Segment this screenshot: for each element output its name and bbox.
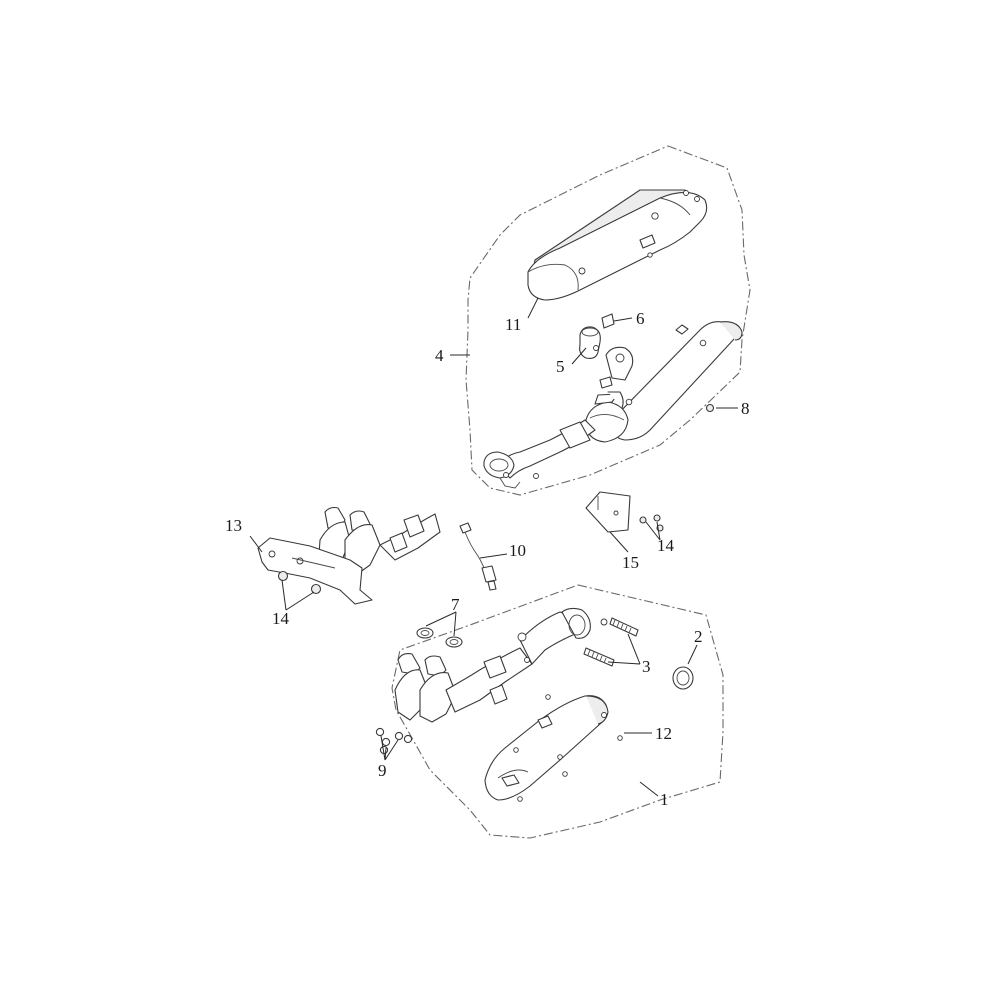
callout-12: 12 [655,724,672,743]
mid-pipe [483,419,596,489]
header-assembly-boundary [391,584,724,839]
callout-14-right: 14 [657,536,675,555]
callout-8: 8 [741,399,750,418]
callout-7: 7 [451,595,460,614]
muffler-bolt [705,403,715,413]
callout-10: 10 [509,541,526,560]
leader-10 [479,553,508,559]
leader-2 [687,644,698,665]
header-guard [257,506,441,605]
leader-14a [281,579,315,611]
leader-14b [645,521,661,541]
heat-plate [585,491,631,533]
collar [601,313,615,329]
leader-5 [571,347,587,365]
callout-4: 4 [435,346,444,365]
springs [583,617,639,667]
oxygen-sensor [459,522,497,591]
leader-15 [609,531,629,553]
muffler [585,321,743,443]
callout-labels: 1 2 3 4 5 6 7 8 9 10 11 12 13 14 14 15 [225,309,750,809]
gaskets [416,627,463,648]
muffler-bracket [599,346,634,389]
callout-1: 1 [660,790,669,809]
callout-15: 15 [622,553,639,572]
callout-6: 6 [636,309,645,328]
callout-14-left: 14 [272,609,290,628]
leader-3 [607,633,641,665]
leader-7 [425,611,457,637]
leader-1 [639,781,659,797]
callout-11: 11 [505,315,521,334]
leader-lines [249,297,738,797]
header-heat-shield [484,694,623,802]
leader-11 [527,297,539,319]
rubber-grommet [579,326,601,359]
leader-13 [249,535,263,553]
callout-13: 13 [225,516,242,535]
exhaust-gasket-ring [672,666,694,690]
muffler-heat-shield [527,189,708,301]
leader-6 [613,317,633,322]
callout-5: 5 [556,357,565,376]
bolts-left [277,570,322,595]
leader-9 [380,735,399,761]
callout-9: 9 [378,761,387,780]
callout-3: 3 [642,657,651,676]
callout-2: 2 [694,627,703,646]
muffler-assembly-boundary [465,145,751,496]
exhaust-header-pipes [394,607,608,723]
